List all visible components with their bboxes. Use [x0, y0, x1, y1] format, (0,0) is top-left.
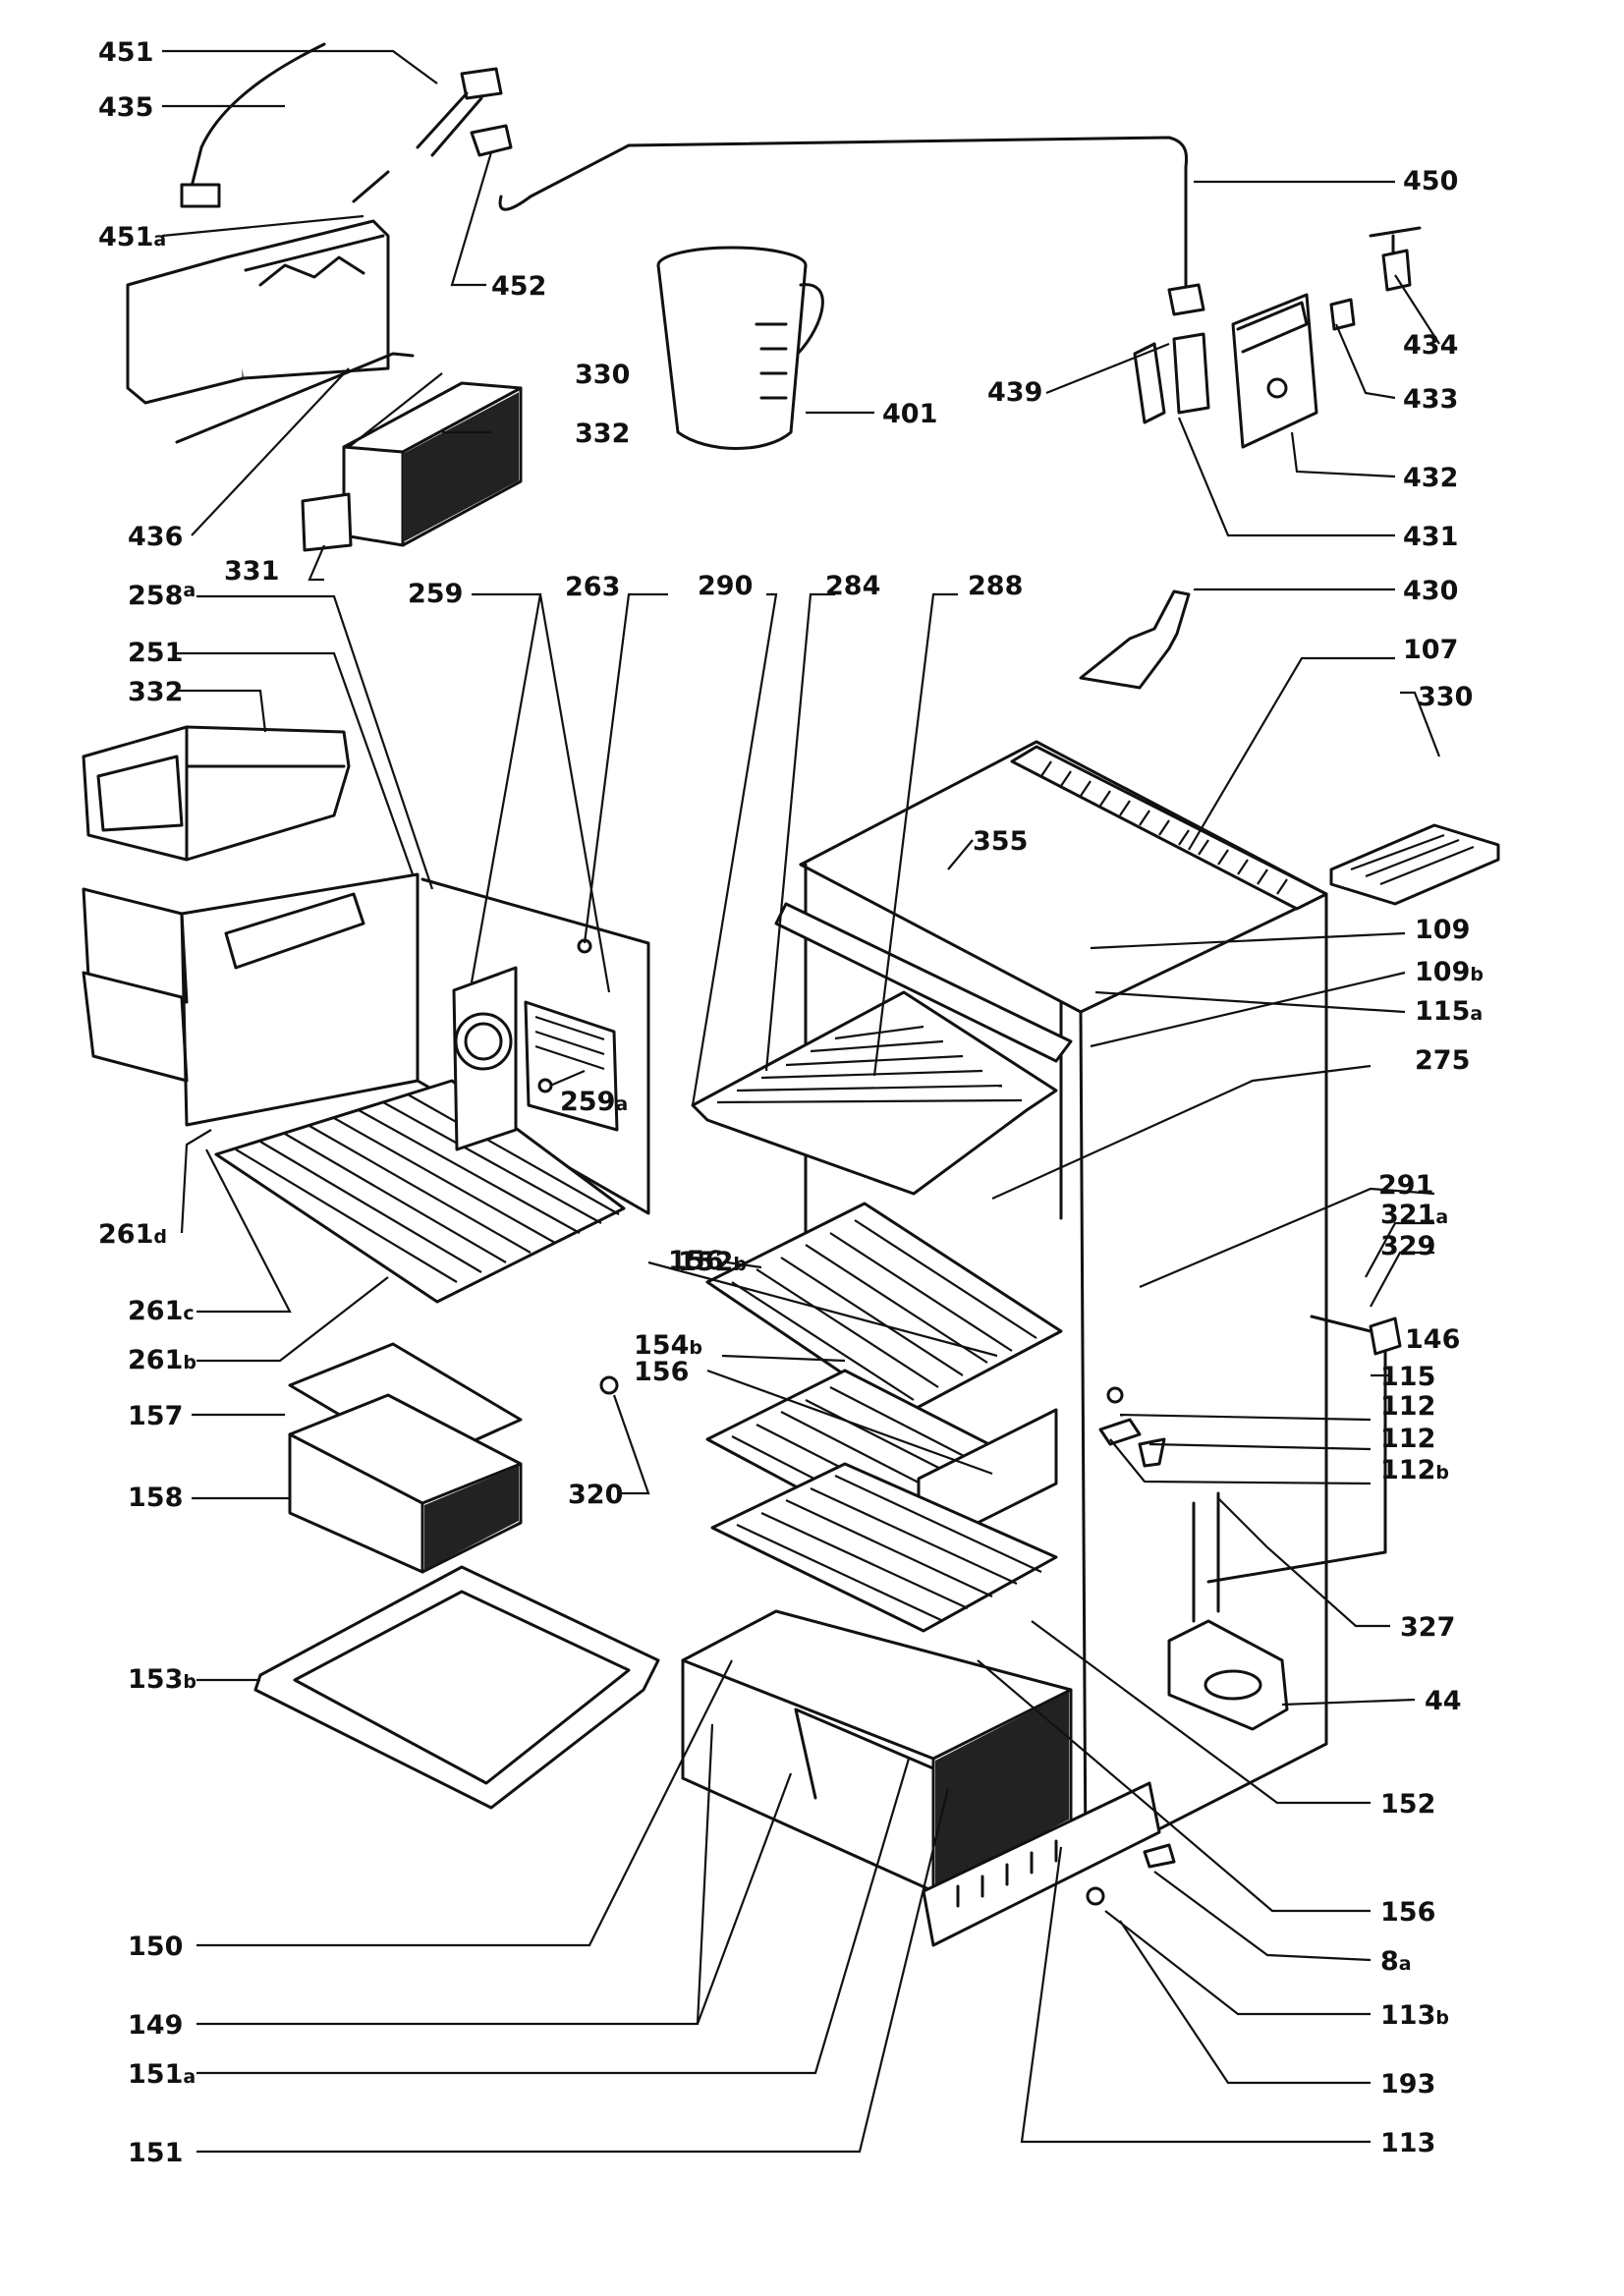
water-line: [498, 136, 1189, 287]
label-158: 158: [128, 1483, 183, 1513]
label-452: 452: [491, 271, 546, 302]
label-321a: 321a: [1380, 1200, 1448, 1230]
label-432: 432: [1403, 463, 1458, 493]
label-431: 431: [1403, 522, 1458, 552]
label-401: 401: [882, 399, 937, 429]
label-355: 355: [973, 826, 1028, 857]
label-115a: 115a: [1415, 996, 1483, 1027]
label-288: 288: [968, 571, 1023, 601]
label-146: 146: [1405, 1324, 1460, 1355]
label-430: 430: [1403, 576, 1458, 606]
label-329: 329: [1380, 1231, 1435, 1261]
freezer-liner: [82, 872, 650, 1304]
ice-tray: [301, 381, 523, 552]
label-330-right: 330: [1418, 682, 1473, 712]
label-112-a: 112: [1380, 1391, 1435, 1422]
label-113b: 113b: [1380, 2000, 1449, 2031]
crisper-set: [288, 1342, 523, 1574]
label-290: 290: [698, 571, 753, 601]
label-320: 320: [568, 1480, 623, 1510]
part-number-labels: 451 435 451a 452 450 439 434 433 432 431…: [98, 37, 1484, 2168]
label-332-top: 332: [575, 419, 630, 449]
label-433: 433: [1403, 384, 1458, 415]
label-152: 152: [1380, 1789, 1435, 1820]
ice-scraper: [1079, 589, 1191, 690]
label-451a: 451a: [98, 222, 166, 252]
label-450: 450: [1403, 166, 1458, 196]
freezer-basket: [82, 725, 351, 862]
label-251: 251: [128, 638, 183, 668]
leader-lines: [161, 49, 1441, 2154]
label-112-b: 112: [1380, 1424, 1435, 1454]
label-327: 327: [1400, 1612, 1455, 1643]
drain-pan: [1167, 1491, 1289, 1731]
label-193: 193: [1380, 2069, 1435, 2100]
label-115: 115: [1380, 1362, 1435, 1392]
label-44: 44: [1425, 1686, 1462, 1716]
label-330-top: 330: [575, 360, 630, 390]
label-263: 263: [565, 572, 620, 602]
label-439: 439: [987, 377, 1042, 408]
label-156-top: 156: [668, 1246, 723, 1276]
label-154b: 154b: [634, 1330, 702, 1361]
refrigerator-shelves: [691, 990, 1063, 1633]
label-332-left: 332: [128, 677, 183, 707]
label-259: 259: [408, 579, 463, 609]
label-149: 149: [128, 2010, 183, 2041]
label-152b: 152b: [678, 1247, 747, 1277]
label-436: 436: [128, 522, 183, 552]
label-109b: 109b: [1415, 957, 1484, 987]
label-150: 150: [128, 1932, 183, 1962]
label-451: 451: [98, 37, 153, 68]
label-331: 331: [224, 556, 279, 587]
label-261d: 261d: [98, 1219, 167, 1250]
label-151: 151: [128, 2138, 183, 2168]
label-291: 291: [1378, 1170, 1433, 1201]
label-157: 157: [128, 1401, 183, 1431]
label-284: 284: [825, 571, 880, 601]
water-valve-assembly: [1133, 226, 1422, 449]
label-153b: 153b: [128, 1664, 196, 1695]
refrigerator-cabinet: [774, 740, 1328, 1869]
label-261b: 261b: [128, 1345, 196, 1375]
label-113: 113: [1380, 2128, 1435, 2158]
ice-cube-tray: [1329, 823, 1500, 906]
crisper-drawers: [681, 1609, 1161, 1947]
ice-maker-assembly: [126, 42, 513, 444]
label-156-bottom: 156: [1380, 1897, 1435, 1928]
label-259a: 259a: [560, 1087, 628, 1117]
small-fittings: [537, 938, 1402, 1906]
label-107: 107: [1403, 635, 1458, 665]
label-8a: 8a: [1380, 1946, 1412, 1977]
label-151a: 151a: [128, 2059, 196, 2090]
label-112b: 112b: [1380, 1455, 1449, 1485]
label-434: 434: [1403, 330, 1458, 361]
label-109: 109: [1415, 915, 1470, 945]
water-pitcher: [656, 246, 824, 450]
label-156-mid: 156: [634, 1357, 689, 1387]
label-435: 435: [98, 92, 153, 123]
label-258a: 258a: [128, 580, 196, 611]
glass-shelf: [253, 1565, 660, 1810]
label-261c: 261c: [128, 1296, 195, 1326]
label-275: 275: [1415, 1045, 1470, 1076]
